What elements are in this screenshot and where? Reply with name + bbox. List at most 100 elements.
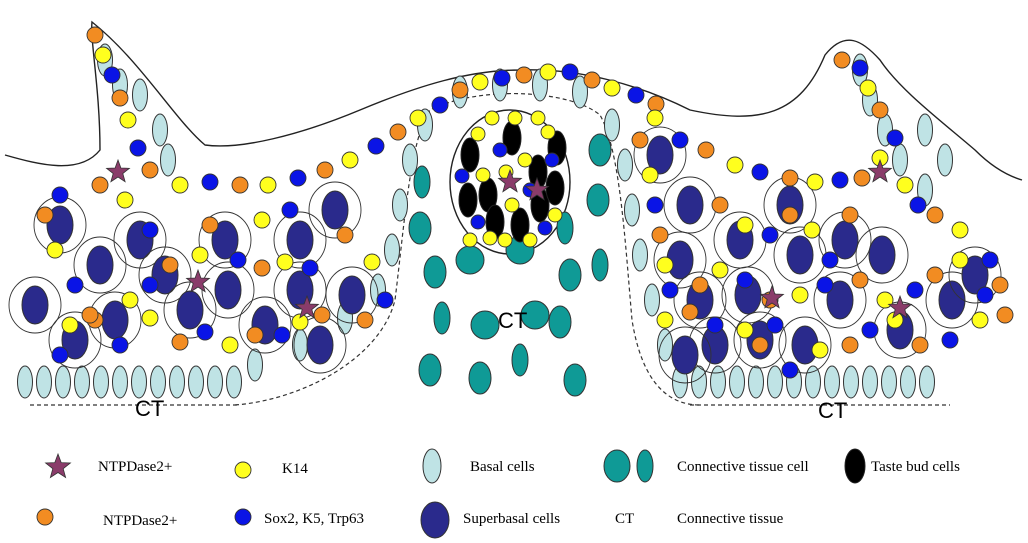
ct-label-right: CT bbox=[818, 398, 848, 423]
star-layer bbox=[105, 158, 913, 319]
superbasal-cell-outline bbox=[733, 311, 787, 369]
k14-marker-cell bbox=[259, 176, 277, 194]
sox2-marker-cell bbox=[671, 131, 689, 149]
k14-marker-cell bbox=[522, 232, 538, 248]
basal-cell bbox=[207, 365, 223, 399]
sox2-marker-cell bbox=[141, 276, 159, 294]
connective-tissue-cell bbox=[468, 361, 492, 395]
ntpdase2-star-cell bbox=[497, 168, 523, 193]
ntpdase2-circle-cell bbox=[631, 131, 649, 149]
k14-marker-cell bbox=[46, 241, 64, 259]
superbasal-cell bbox=[786, 235, 814, 275]
superbasal-cell bbox=[868, 235, 896, 275]
sox2-marker-cell bbox=[561, 63, 579, 81]
ct-label-left: CT bbox=[135, 396, 165, 421]
sox2-marker-cell bbox=[816, 276, 834, 294]
basal-cell bbox=[150, 365, 166, 399]
k14-marker-cell bbox=[656, 311, 674, 329]
sox2-marker-cell bbox=[981, 251, 999, 269]
ntpdase2-circle-cell bbox=[161, 256, 179, 274]
ntpdase2-circle-cell bbox=[781, 206, 799, 224]
basal-cell bbox=[767, 365, 783, 399]
ntpdase2-circle-cell bbox=[697, 141, 715, 159]
sox2-marker-cell bbox=[201, 173, 219, 191]
ntpdase2-circle-cell bbox=[647, 95, 665, 113]
sox2-marker-cell bbox=[111, 336, 129, 354]
basal-cell bbox=[881, 365, 897, 399]
superbasal-cell-outline bbox=[658, 326, 712, 384]
superbasal-cell-outline bbox=[8, 276, 62, 334]
ntpdase2-circle-cell bbox=[911, 336, 929, 354]
sox2-marker-cell bbox=[454, 168, 470, 184]
sox2-marker-cell bbox=[706, 316, 724, 334]
k14-marker-cell bbox=[482, 230, 498, 246]
ntpdase2-circle-cell bbox=[583, 71, 601, 89]
superbasal-cell-outline bbox=[198, 211, 252, 269]
basal-cell bbox=[604, 108, 620, 142]
sox2-marker-cell bbox=[492, 142, 508, 158]
ntpdase2-circle-cell bbox=[926, 206, 944, 224]
sox2-marker-cell bbox=[909, 196, 927, 214]
cell-layer bbox=[8, 43, 1002, 399]
superbasal-cell-outline bbox=[73, 236, 127, 294]
superbasal-cell-outline bbox=[855, 226, 909, 284]
connective-tissue-cell bbox=[563, 363, 587, 397]
connective-tissue-cell bbox=[408, 211, 432, 245]
ntpdase2-star-cell bbox=[759, 284, 785, 309]
basal-cell bbox=[617, 148, 633, 182]
k14-marker-cell bbox=[971, 311, 989, 329]
connective-tissue-cell bbox=[418, 353, 442, 387]
ntpdase2-circle-cell bbox=[389, 123, 407, 141]
k14-marker-cell bbox=[470, 126, 486, 142]
basal-cell bbox=[624, 193, 640, 227]
superbasal-cell-outline bbox=[778, 316, 832, 374]
basal-cell bbox=[74, 365, 90, 399]
ntpdase2-star-cell bbox=[185, 268, 211, 293]
sox2-marker-cell bbox=[736, 271, 754, 289]
connective-tissue-cell bbox=[520, 300, 550, 330]
k14-marker-cell bbox=[736, 321, 754, 339]
sox2-marker-cell bbox=[367, 137, 385, 155]
sox2-marker-cell bbox=[376, 291, 394, 309]
k14-marker-cell bbox=[61, 316, 79, 334]
k14-marker-cell bbox=[540, 124, 556, 140]
sox2-marker-cell bbox=[129, 139, 147, 157]
sox2-marker-cell bbox=[537, 220, 553, 236]
superbasal-cell-outline bbox=[948, 246, 1002, 304]
basal-cell bbox=[824, 365, 840, 399]
k14-marker-cell bbox=[806, 173, 824, 191]
legend-label-basal: Basal cells bbox=[470, 459, 535, 475]
sox2-marker-cell bbox=[196, 323, 214, 341]
basal-cell bbox=[862, 365, 878, 399]
ntpdase2-circle-cell bbox=[81, 306, 99, 324]
connective-tissue-cell bbox=[455, 245, 485, 275]
k14-marker-cell bbox=[504, 197, 520, 213]
sox2-marker-cell bbox=[229, 251, 247, 269]
k14-marker-cell bbox=[547, 207, 563, 223]
sox2-marker-cell bbox=[51, 186, 69, 204]
superbasal-cell bbox=[101, 300, 129, 340]
ntpdase2-circle-cell bbox=[253, 259, 271, 277]
ntpdase2-star-cell bbox=[105, 158, 131, 183]
basal-cell bbox=[572, 75, 588, 109]
sox2-marker-cell bbox=[766, 316, 784, 334]
superbasal-cell-outline bbox=[813, 271, 867, 329]
sox2-marker-cell bbox=[431, 96, 449, 114]
ntpdase2-star-cell bbox=[294, 294, 320, 319]
ntpdase2-star-cell bbox=[867, 158, 893, 183]
basal-cell bbox=[226, 365, 242, 399]
superbasal-cell bbox=[938, 280, 966, 320]
k14-marker-cell bbox=[803, 221, 821, 239]
ntpdase2-circle-cell bbox=[751, 336, 769, 354]
k14-marker-cell bbox=[656, 256, 674, 274]
connective-tissue-cell bbox=[558, 258, 582, 292]
k14-marker-cell bbox=[603, 79, 621, 97]
superbasal-cell bbox=[306, 325, 334, 365]
sox2-marker-cell bbox=[273, 326, 291, 344]
sox2-marker-cell bbox=[289, 169, 307, 187]
basal-cell bbox=[900, 365, 916, 399]
sox2-marker-cell bbox=[493, 69, 511, 87]
ntpdase2-circle-cell bbox=[171, 333, 189, 351]
k14-marker-cell bbox=[646, 109, 664, 127]
basal-cell bbox=[292, 328, 308, 362]
